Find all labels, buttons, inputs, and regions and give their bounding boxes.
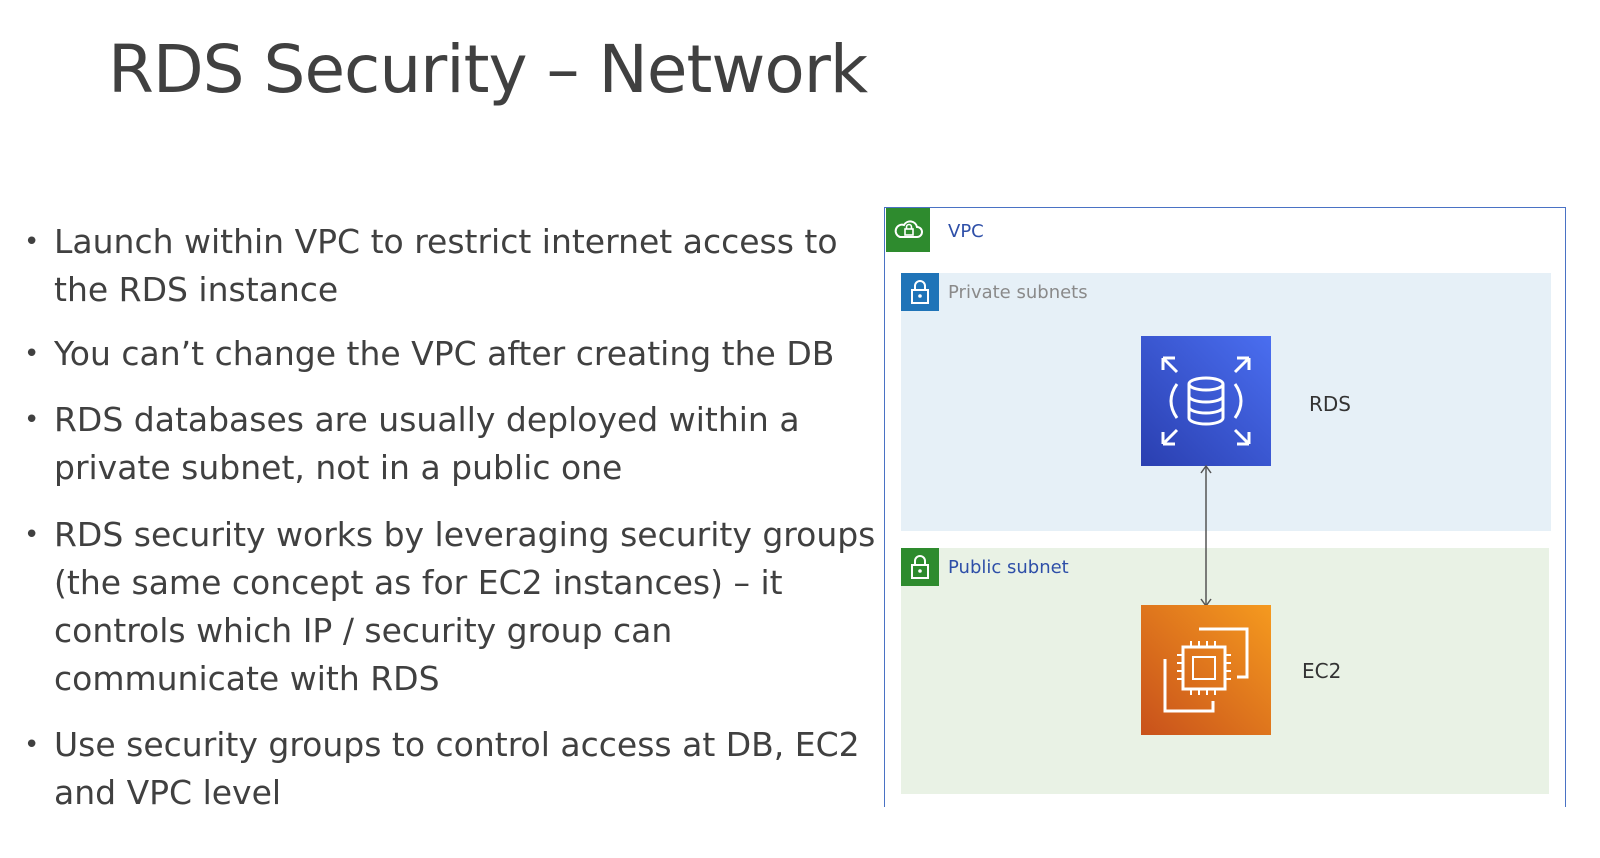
rds-label: RDS — [1309, 392, 1351, 416]
bullet-marker: • — [24, 405, 40, 435]
bullet-marker: • — [24, 227, 40, 257]
bullet-text: RDS security works by leveraging securit… — [54, 515, 876, 698]
bullet-text: Use security groups to control access at… — [54, 725, 860, 812]
bullet-text: Launch within VPC to restrict internet a… — [54, 222, 838, 309]
lock-icon — [901, 273, 939, 311]
ec2-label: EC2 — [1302, 659, 1342, 683]
private-subnet-label: Private subnets — [948, 282, 1088, 303]
connector-arrow — [1200, 464, 1212, 608]
public-subnet-label: Public subnet — [948, 557, 1069, 578]
lock-icon — [901, 548, 939, 586]
bullet-marker: • — [24, 730, 40, 760]
slide-title: RDS Security – Network — [108, 31, 868, 108]
bullet-text: You can’t change the VPC after creating … — [54, 334, 835, 373]
bullet-marker: • — [24, 339, 40, 369]
cloud-lock-icon — [886, 208, 930, 252]
bullet-text: RDS databases are usually deployed withi… — [54, 400, 800, 487]
rds-database-icon — [1141, 336, 1271, 466]
bullet-marker: • — [24, 520, 40, 550]
vpc-label: VPC — [948, 221, 984, 242]
ec2-chip-icon — [1141, 605, 1271, 735]
